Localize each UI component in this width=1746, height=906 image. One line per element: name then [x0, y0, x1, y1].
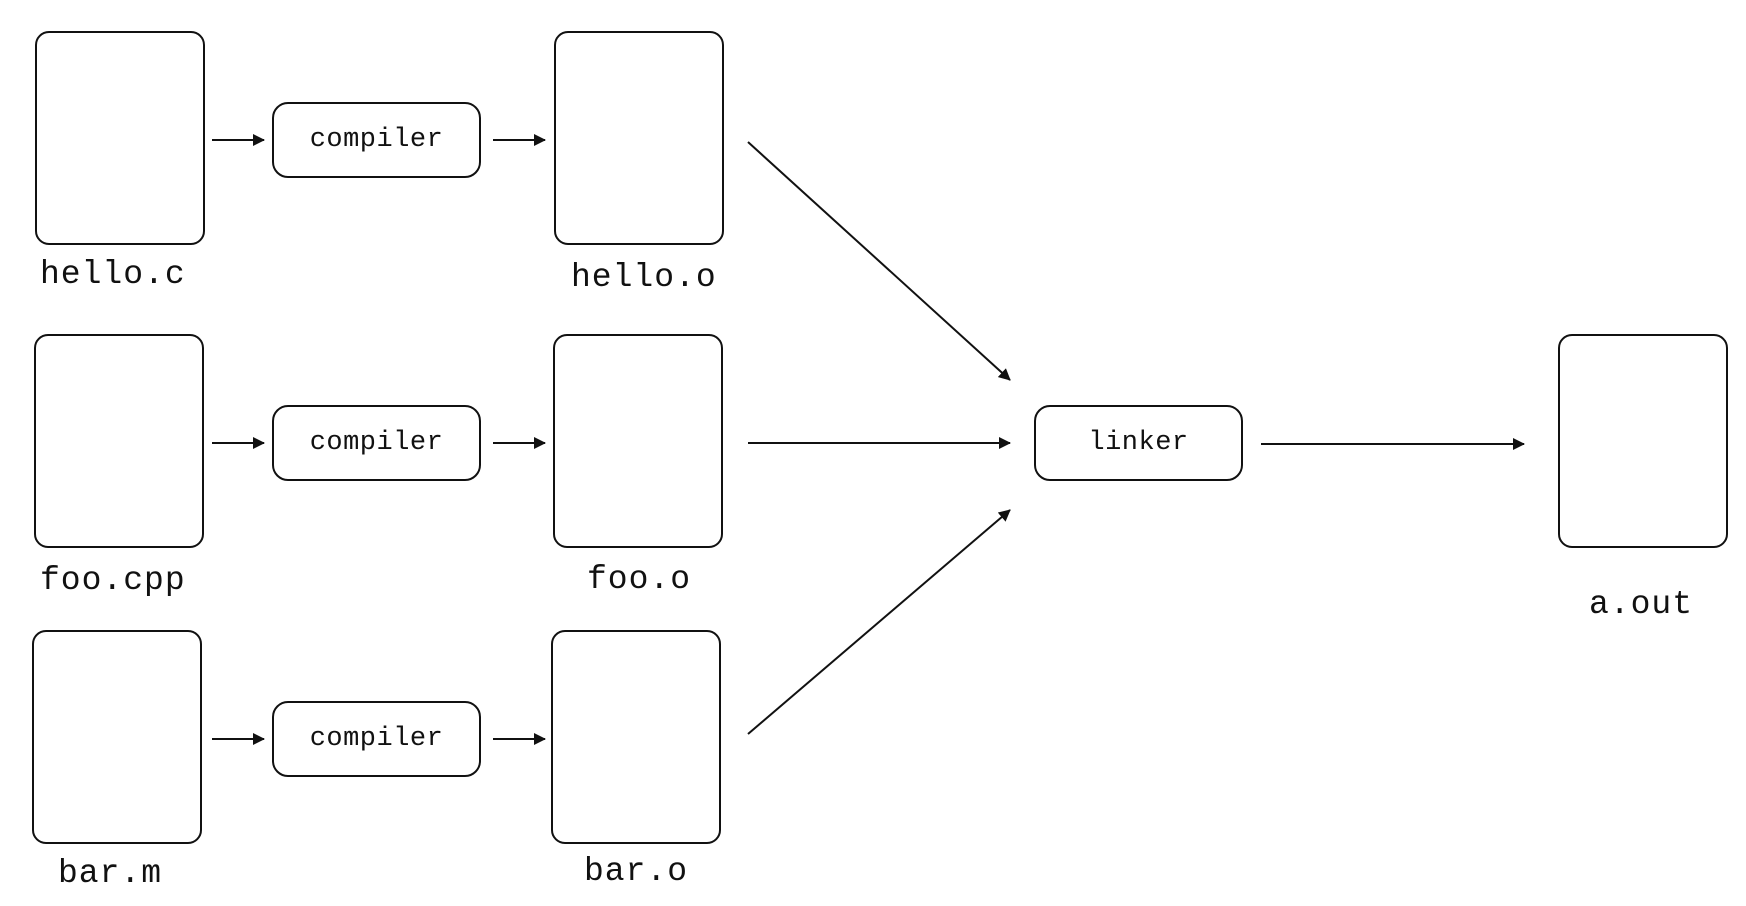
- linker-label: linker: [1088, 428, 1189, 458]
- source-file-foo-cpp: [34, 334, 204, 548]
- source-file-bar-m: [32, 630, 202, 844]
- compiler-label: compiler: [309, 428, 444, 458]
- linker-box: linker: [1034, 405, 1243, 481]
- output-file-label: a.out: [1589, 586, 1694, 623]
- source-file-label: hello.c: [40, 256, 186, 293]
- object-file-label: bar.o: [584, 853, 689, 890]
- arrow-hello-o-to-linker: [747, 141, 1011, 381]
- compiler-box: compiler: [272, 102, 481, 178]
- compiler-box: compiler: [272, 405, 481, 481]
- object-file-hello-o: [554, 31, 724, 245]
- compiler-label: compiler: [309, 724, 444, 754]
- compiler-box: compiler: [272, 701, 481, 777]
- output-file-a-out: [1558, 334, 1728, 548]
- source-file-label: foo.cpp: [40, 562, 186, 599]
- object-file-bar-o: [551, 630, 721, 844]
- compiler-label: compiler: [309, 125, 444, 155]
- source-file-hello-c: [35, 31, 205, 245]
- object-file-label: foo.o: [587, 561, 692, 598]
- object-file-label: hello.o: [571, 259, 717, 296]
- object-file-foo-o: [553, 334, 723, 548]
- source-file-label: bar.m: [58, 855, 163, 892]
- arrow-bar-o-to-linker: [747, 509, 1011, 735]
